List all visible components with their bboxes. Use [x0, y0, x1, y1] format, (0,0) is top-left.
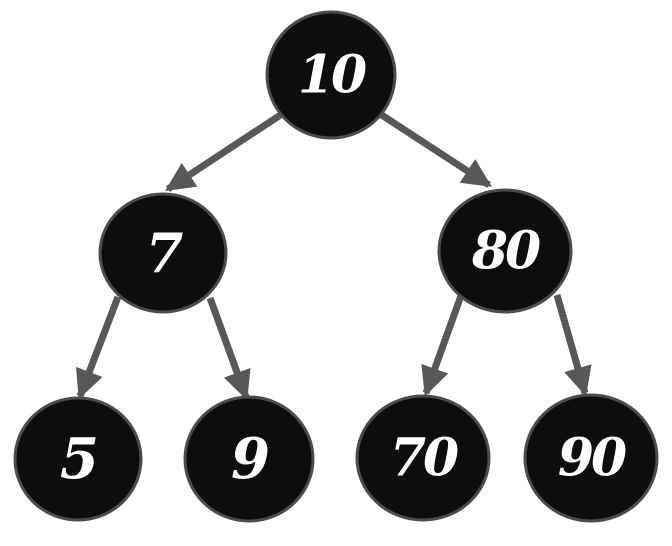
node-circle-5 [13, 396, 143, 522]
tree-node-7: 7 [98, 192, 228, 314]
node-label-70: 70 [390, 428, 459, 489]
edge-arrow-7-to-9 [206, 296, 251, 401]
node-label-7: 7 [146, 221, 183, 285]
tree-node-9: 9 [183, 395, 315, 523]
node-circle-10 [265, 10, 397, 140]
nodes-layer: 10 7 80 5 9 70 90 [13, 10, 659, 523]
node-label-80: 80 [471, 221, 541, 282]
tree-node-70: 70 [355, 394, 491, 522]
edge-arrow-10-to-80 [375, 109, 492, 188]
edge-arrow-10-to-7 [165, 109, 287, 192]
tree-node-90: 90 [523, 393, 659, 523]
node-circle-70 [355, 394, 491, 522]
node-circle-90 [523, 393, 659, 523]
edge-arrow-80-to-70 [421, 291, 466, 397]
node-label-10: 10 [298, 45, 367, 106]
node-circle-9 [183, 395, 315, 523]
tree-node-5: 5 [13, 396, 143, 522]
node-circle-80 [437, 188, 573, 314]
node-circle-7 [98, 192, 228, 314]
node-label-90: 90 [558, 428, 627, 489]
tree-node-10: 10 [265, 10, 397, 140]
node-label-9: 9 [231, 426, 269, 492]
edge-arrow-80-to-90 [553, 294, 592, 397]
tree-node-80: 80 [437, 188, 573, 314]
node-label-5: 5 [60, 426, 96, 492]
edges-layer [76, 109, 592, 401]
edge-arrow-7-to-5 [76, 295, 122, 400]
